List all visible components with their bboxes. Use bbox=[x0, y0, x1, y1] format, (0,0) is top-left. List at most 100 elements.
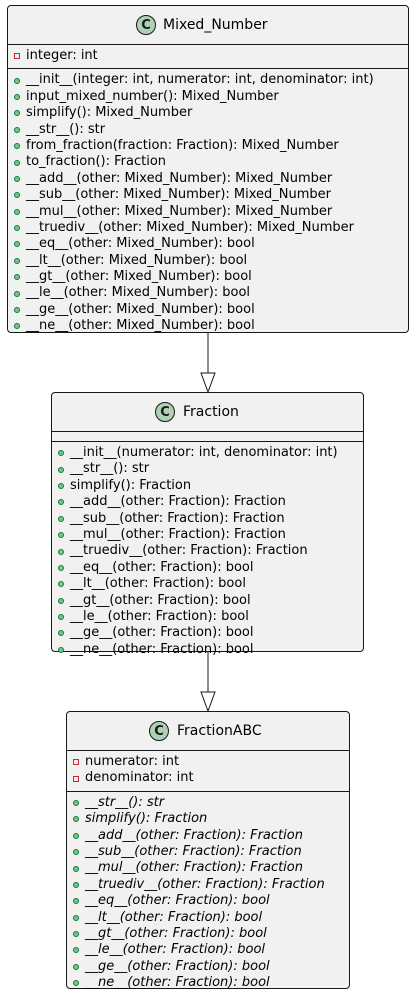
method-text: __str__(): str bbox=[85, 794, 165, 810]
public-marker-icon bbox=[67, 849, 85, 855]
method-row: from_fraction(fraction: Fraction): Mixed… bbox=[8, 138, 408, 154]
method-row: __gt__(other: Fraction): bool bbox=[67, 926, 349, 942]
class-fractionabc[interactable]: C FractionABC numerator: int denominator… bbox=[66, 711, 350, 990]
private-marker-icon bbox=[67, 776, 85, 782]
public-marker-icon bbox=[67, 866, 85, 872]
method-text: __eq__(other: Mixed_Number): bool bbox=[26, 236, 255, 252]
public-marker-icon bbox=[52, 549, 70, 555]
method-row: simplify(): Fraction bbox=[67, 811, 349, 827]
public-marker-icon bbox=[8, 94, 26, 100]
public-marker-icon bbox=[52, 630, 70, 636]
method-text: __le__(other: Mixed_Number): bool bbox=[26, 285, 251, 301]
method-text: __mul__(other: Mixed_Number): Mixed_Numb… bbox=[26, 203, 333, 219]
public-marker-icon bbox=[52, 499, 70, 505]
method-row: __gt__(other: Fraction): bool bbox=[52, 593, 363, 609]
method-row: __add__(other: Fraction): Fraction bbox=[67, 828, 349, 844]
method-text: __ge__(other: Fraction): bool bbox=[70, 625, 254, 641]
method-row: __eq__(other: Mixed_Number): bool bbox=[8, 236, 408, 252]
class-mixed-number[interactable]: C Mixed_Number integer: int __init__(int… bbox=[7, 5, 409, 333]
method-row: __init__(numerator: int, denominator: in… bbox=[52, 445, 363, 461]
method-row: __mul__(other: Mixed_Number): Mixed_Numb… bbox=[8, 204, 408, 220]
public-marker-icon bbox=[52, 647, 70, 653]
method-row: __le__(other: Mixed_Number): bool bbox=[8, 285, 408, 301]
method-row: simplify(): Fraction bbox=[52, 478, 363, 494]
method-row: __ne__(other: Fraction): bool bbox=[67, 975, 349, 991]
method-text: __sub__(other: Fraction): Fraction bbox=[70, 510, 285, 526]
method-row: __ge__(other: Fraction): bool bbox=[52, 625, 363, 641]
method-text: simplify(): Mixed_Number bbox=[26, 105, 193, 121]
method-row: __le__(other: Fraction): bool bbox=[52, 609, 363, 625]
method-text: __ne__(other: Fraction): bool bbox=[70, 641, 254, 657]
method-text: __gt__(other: Fraction): bool bbox=[70, 592, 251, 608]
public-marker-icon bbox=[8, 110, 26, 116]
method-row: __add__(other: Fraction): Fraction bbox=[52, 494, 363, 510]
methods-section: __init__(numerator: int, denominator: in… bbox=[52, 442, 363, 662]
public-marker-icon bbox=[52, 516, 70, 522]
method-text: __add__(other: Fraction): Fraction bbox=[70, 494, 286, 510]
methods-section: __init__(integer: int, numerator: int, d… bbox=[8, 69, 408, 338]
method-text: __ge__(other: Fraction): bool bbox=[85, 958, 270, 974]
public-marker-icon bbox=[8, 225, 26, 231]
class-c-icon: C bbox=[136, 15, 156, 35]
public-marker-icon bbox=[52, 614, 70, 620]
method-text: __sub__(other: Mixed_Number): Mixed_Numb… bbox=[26, 187, 332, 203]
method-row: __add__(other: Mixed_Number): Mixed_Numb… bbox=[8, 171, 408, 187]
method-row: __mul__(other: Fraction): Fraction bbox=[67, 860, 349, 876]
attribute-text: integer: int bbox=[26, 48, 98, 63]
inheritance-arrowhead bbox=[200, 691, 216, 713]
method-row: __sub__(other: Mixed_Number): Mixed_Numb… bbox=[8, 187, 408, 203]
method-text: __truediv__(other: Fraction): Fraction bbox=[70, 543, 308, 559]
method-text: simplify(): Fraction bbox=[70, 477, 192, 493]
method-row: __ne__(other: Fraction): bool bbox=[52, 642, 363, 658]
method-text: __str__(): str bbox=[70, 461, 150, 477]
method-row: __lt__(other: Fraction): bool bbox=[52, 576, 363, 592]
public-marker-icon bbox=[8, 160, 26, 166]
method-text: from_fraction(fraction: Fraction): Mixed… bbox=[26, 137, 339, 153]
public-marker-icon bbox=[8, 143, 26, 149]
private-marker-icon bbox=[67, 759, 85, 765]
public-marker-icon bbox=[8, 307, 26, 313]
class-header: C Mixed_Number bbox=[8, 6, 408, 45]
method-row: __gt__(other: Mixed_Number): bool bbox=[8, 269, 408, 285]
method-text: simplify(): Fraction bbox=[85, 811, 208, 827]
method-text: __ge__(other: Mixed_Number): bool bbox=[26, 301, 255, 317]
public-marker-icon bbox=[67, 980, 85, 986]
attribute-text: numerator: int bbox=[85, 754, 180, 769]
public-marker-icon bbox=[8, 241, 26, 247]
method-text: __gt__(other: Fraction): bool bbox=[85, 925, 267, 941]
method-text: __gt__(other: Mixed_Number): bool bbox=[26, 269, 252, 285]
public-marker-icon bbox=[52, 598, 70, 604]
method-row: __ge__(other: Mixed_Number): bool bbox=[8, 302, 408, 318]
class-fraction[interactable]: C Fraction __init__(numerator: int, deno… bbox=[51, 392, 364, 657]
method-text: __lt__(other: Fraction): bool bbox=[70, 576, 246, 592]
method-text: __truediv__(other: Fraction): Fraction bbox=[85, 876, 325, 892]
public-marker-icon bbox=[8, 192, 26, 198]
method-row: __lt__(other: Mixed_Number): bool bbox=[8, 253, 408, 269]
method-text: __mul__(other: Fraction): Fraction bbox=[70, 526, 286, 542]
public-marker-icon bbox=[67, 816, 85, 822]
method-row: __ge__(other: Fraction): bool bbox=[67, 959, 349, 975]
method-text: __sub__(other: Fraction): Fraction bbox=[85, 843, 302, 859]
method-row: __eq__(other: Fraction): bool bbox=[52, 560, 363, 576]
method-text: __mul__(other: Fraction): Fraction bbox=[85, 860, 303, 876]
public-marker-icon bbox=[52, 450, 70, 456]
public-marker-icon bbox=[67, 947, 85, 953]
method-row: __ne__(other: Mixed_Number): bool bbox=[8, 318, 408, 334]
method-row: __le__(other: Fraction): bool bbox=[67, 942, 349, 958]
class-name: Mixed_Number bbox=[163, 17, 268, 33]
public-marker-icon bbox=[52, 483, 70, 489]
method-text: __lt__(other: Fraction): bool bbox=[85, 909, 263, 925]
method-text: __eq__(other: Fraction): bool bbox=[70, 559, 254, 575]
method-row: __sub__(other: Fraction): Fraction bbox=[67, 844, 349, 860]
method-text: __ne__(other: Mixed_Number): bool bbox=[26, 318, 255, 334]
method-text: __init__(numerator: int, denominator: in… bbox=[70, 445, 338, 460]
class-name: Fraction bbox=[183, 404, 239, 420]
method-row: __truediv__(other: Fraction): Fraction bbox=[52, 543, 363, 559]
attribute-row: numerator: int bbox=[67, 754, 349, 770]
method-row: __str__(): str bbox=[52, 461, 363, 477]
method-text: __lt__(other: Mixed_Number): bool bbox=[26, 252, 248, 268]
method-row: __truediv__(other: Mixed_Number): Mixed_… bbox=[8, 220, 408, 236]
attributes-section bbox=[52, 432, 363, 442]
